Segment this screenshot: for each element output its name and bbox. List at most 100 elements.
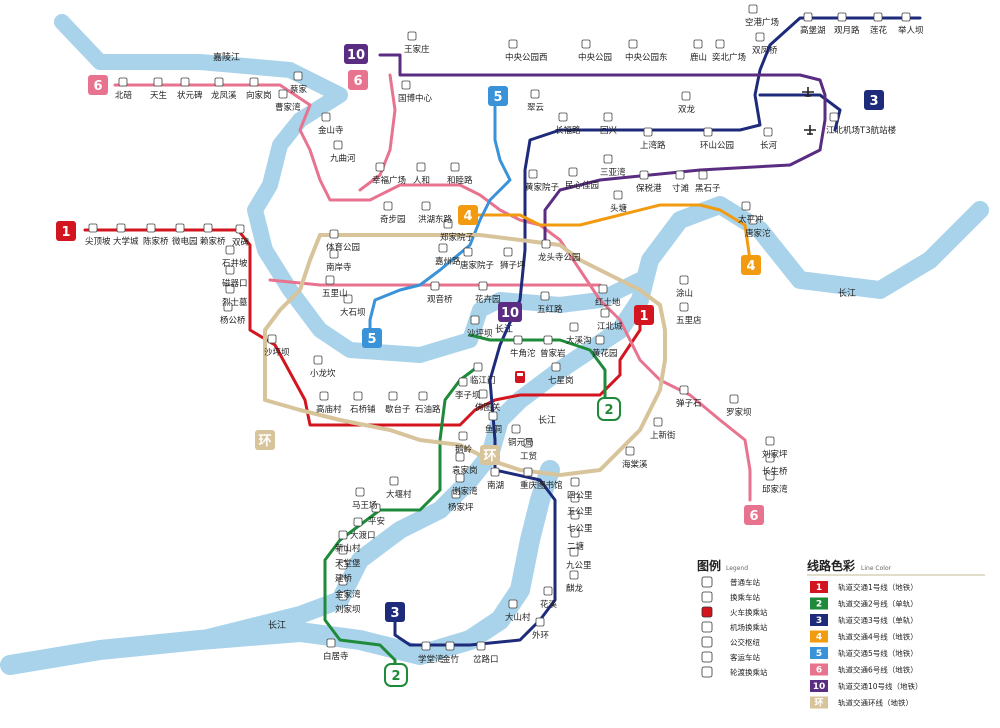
station-label[interactable]: 花溪 bbox=[540, 599, 558, 610]
station-label[interactable]: 涂山 bbox=[676, 288, 693, 299]
station-marker[interactable] bbox=[338, 560, 348, 570]
station-marker[interactable] bbox=[653, 417, 663, 427]
station-label[interactable]: 状元碑 bbox=[177, 90, 203, 101]
station-marker[interactable] bbox=[628, 39, 638, 49]
station-marker[interactable] bbox=[535, 617, 545, 627]
station-label[interactable]: 长河 bbox=[760, 140, 778, 151]
station-marker[interactable] bbox=[267, 334, 277, 344]
station-label[interactable]: 沙坪坝 bbox=[467, 329, 493, 339]
station-label[interactable]: 中央公园 bbox=[578, 52, 612, 63]
station-label[interactable]: 五红路 bbox=[537, 304, 563, 315]
station-marker[interactable] bbox=[278, 89, 288, 99]
station-label[interactable]: 中央公园西 bbox=[505, 52, 548, 63]
station-label[interactable]: 金家湾 bbox=[335, 589, 361, 600]
station-label[interactable]: 石井坡 bbox=[222, 258, 248, 269]
station-label[interactable]: 人和 bbox=[413, 176, 430, 186]
station-label[interactable]: 狮子坪 bbox=[500, 261, 526, 271]
station-label[interactable]: 石油路 bbox=[415, 404, 441, 415]
station-marker[interactable] bbox=[375, 162, 385, 172]
station-marker[interactable] bbox=[765, 453, 775, 463]
station-label[interactable]: 刘家坪 bbox=[762, 449, 788, 460]
station-label[interactable]: 南岸寺 bbox=[326, 262, 352, 273]
line-3-badge[interactable]: 3 bbox=[864, 90, 884, 110]
station-marker[interactable] bbox=[333, 140, 343, 150]
station-label[interactable]: 中央公园东 bbox=[625, 52, 668, 63]
station-label[interactable]: 双龙 bbox=[678, 104, 696, 115]
station-marker[interactable] bbox=[528, 169, 538, 179]
station-label[interactable]: 和睦路 bbox=[447, 175, 473, 186]
station-marker[interactable] bbox=[473, 362, 483, 372]
station-label[interactable]: 赖家桥 bbox=[200, 236, 226, 247]
station-label[interactable]: 唐家沱 bbox=[745, 228, 771, 239]
station-marker[interactable] bbox=[445, 641, 455, 651]
station-label[interactable]: 鹿山 bbox=[690, 52, 707, 63]
station-marker[interactable] bbox=[755, 32, 765, 42]
station-label[interactable]: 大溪沟 bbox=[566, 335, 592, 346]
line-3-badge[interactable]: 3 bbox=[385, 602, 405, 622]
station-marker[interactable] bbox=[901, 12, 911, 22]
station-label[interactable]: 磁器口 bbox=[222, 278, 248, 289]
station-label[interactable]: 刘家坝 bbox=[335, 604, 361, 615]
station-marker[interactable] bbox=[225, 245, 235, 255]
station-marker[interactable] bbox=[829, 112, 839, 122]
station-label[interactable]: 鹅岭 bbox=[455, 444, 473, 455]
station-label[interactable]: 王家庄 bbox=[404, 44, 430, 55]
station-marker[interactable] bbox=[353, 517, 363, 527]
station-label[interactable]: 高堡湖 bbox=[800, 25, 826, 36]
station-label[interactable]: 工贸 bbox=[520, 451, 537, 462]
station-marker[interactable] bbox=[570, 528, 580, 538]
station-marker[interactable] bbox=[455, 452, 465, 462]
station-marker[interactable] bbox=[837, 12, 847, 22]
station-label[interactable]: 歇台子 bbox=[385, 404, 411, 415]
station-label[interactable]: 沙坪坝 bbox=[264, 348, 290, 358]
station-label[interactable]: 双碑 bbox=[232, 237, 250, 248]
station-marker[interactable] bbox=[763, 127, 773, 137]
station-label[interactable]: 尖顶坡 bbox=[85, 236, 111, 247]
line-4-badge[interactable]: 4 bbox=[458, 205, 478, 225]
station-label[interactable]: 上新街 bbox=[650, 430, 676, 441]
station-label[interactable]: 岔路口 bbox=[473, 654, 499, 665]
line-6-badge[interactable]: 6 bbox=[348, 70, 368, 90]
station-marker[interactable] bbox=[321, 112, 331, 122]
station-label[interactable]: 邱家湾 bbox=[762, 484, 788, 495]
station-label[interactable]: 空港广场 bbox=[745, 17, 779, 28]
station-label[interactable]: 烈士墓 bbox=[222, 297, 248, 308]
station-marker[interactable] bbox=[470, 315, 480, 325]
station-marker[interactable] bbox=[488, 411, 498, 421]
station-marker[interactable] bbox=[639, 170, 649, 180]
station-label[interactable]: 大石坝 bbox=[340, 307, 366, 318]
station-label[interactable]: 嘉州路 bbox=[435, 256, 461, 267]
line-6-badge[interactable]: 6 bbox=[88, 75, 108, 95]
station-label[interactable]: 民心佳园 bbox=[565, 180, 599, 191]
station-label[interactable]: 大学城 bbox=[113, 236, 139, 247]
station-label[interactable]: 观月路 bbox=[834, 25, 860, 36]
station-label[interactable]: 重庆图书馆 bbox=[520, 480, 563, 491]
station-label[interactable]: 陈家桥 bbox=[143, 236, 169, 247]
station-marker[interactable] bbox=[613, 190, 623, 200]
station-marker[interactable] bbox=[569, 322, 579, 332]
station-label[interactable]: 环山公园 bbox=[700, 140, 734, 151]
station-marker[interactable] bbox=[118, 77, 128, 87]
station-label[interactable]: 上湾路 bbox=[640, 140, 666, 151]
station-marker[interactable] bbox=[540, 291, 550, 301]
station-marker[interactable] bbox=[235, 224, 245, 234]
station-label[interactable]: 大堰村 bbox=[386, 489, 412, 500]
station-marker[interactable] bbox=[313, 355, 323, 365]
station-marker[interactable] bbox=[748, 215, 758, 225]
station-marker[interactable] bbox=[407, 31, 417, 41]
station-label[interactable]: 黑石子 bbox=[695, 184, 721, 194]
station-marker[interactable] bbox=[600, 308, 610, 318]
station-marker[interactable] bbox=[570, 477, 580, 487]
station-label[interactable]: 罗家坝 bbox=[726, 407, 752, 418]
station-label[interactable]: 九公里 bbox=[566, 561, 592, 571]
station-label[interactable]: 奇步园 bbox=[380, 214, 406, 225]
station-label[interactable]: 马王场 bbox=[352, 501, 378, 511]
station-marker[interactable] bbox=[388, 391, 398, 401]
station-label[interactable]: 太平冲 bbox=[738, 214, 764, 225]
station-label[interactable]: 南湖 bbox=[487, 480, 504, 491]
station-marker[interactable] bbox=[703, 127, 713, 137]
line-1-badge[interactable]: 1 bbox=[56, 221, 76, 241]
station-label[interactable]: 郑家院子 bbox=[440, 232, 475, 243]
station-label[interactable]: 七公里 bbox=[567, 524, 593, 534]
station-marker[interactable] bbox=[715, 39, 725, 49]
